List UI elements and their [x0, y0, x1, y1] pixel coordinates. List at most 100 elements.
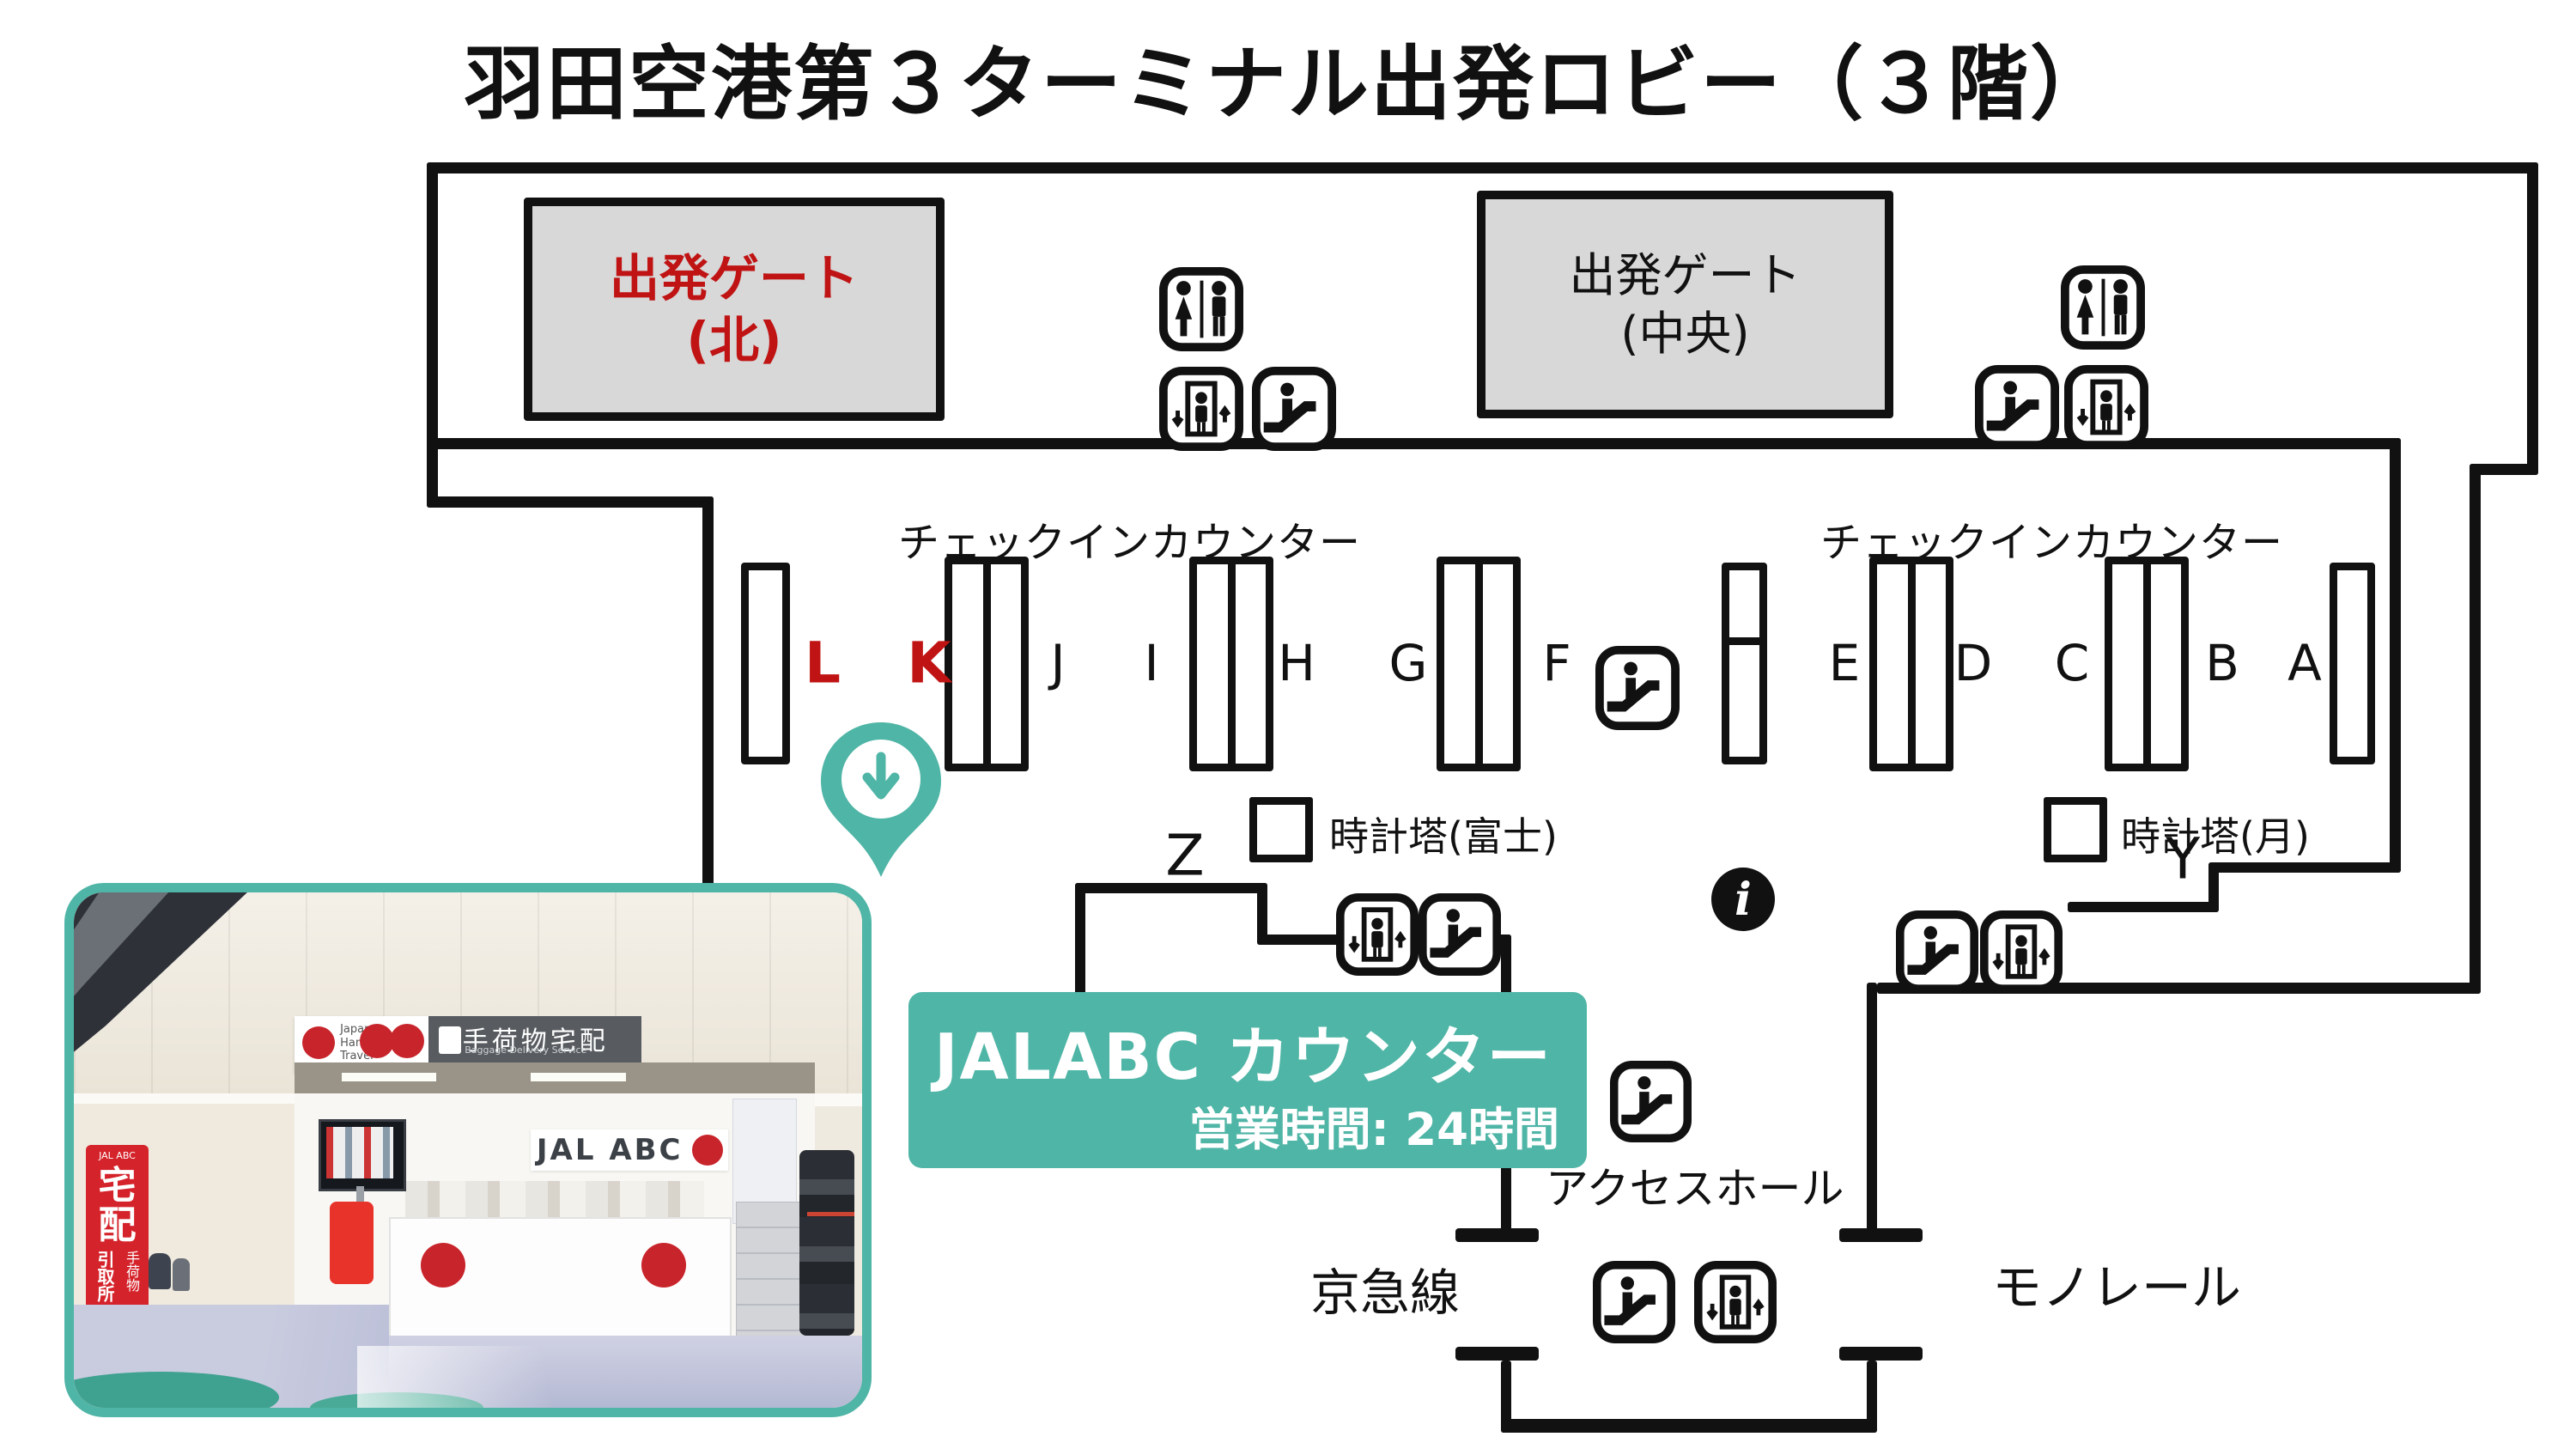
photo-people	[149, 1253, 172, 1289]
jalabc-banner-title: JALABC カウンター	[934, 1020, 1552, 1094]
counter-block-double	[1869, 557, 1953, 771]
wall-z-step	[1257, 883, 1267, 945]
clock-tower-moon-label: 時計塔(月)	[2121, 813, 2310, 860]
counter-block-single	[741, 563, 790, 764]
wall-left	[427, 162, 438, 508]
location-pin-icon	[814, 708, 948, 890]
wall-corridor-south	[427, 438, 2401, 449]
wall-access-right-low	[1867, 1361, 1877, 1433]
jalabc-counter-photo: Japan. Hands-Free Travel 手荷物宅配 Baggage D…	[64, 883, 872, 1417]
photo-jalabc-logo-band: JAL ABC	[531, 1129, 728, 1171]
photo-wifi-sign	[330, 1202, 374, 1284]
wall-left-step	[427, 496, 714, 508]
counter-phone-badge	[420, 1243, 465, 1288]
elevator-icon	[1694, 1261, 1777, 1343]
wall-top	[427, 162, 2538, 174]
jalabc-counter-banner: JALABC カウンター 営業時間: 24時間	[908, 992, 1587, 1168]
red-banner-main: 宅配	[98, 1164, 137, 1248]
jal-crane-logo	[691, 1135, 723, 1166]
counter-letter-A: A	[2287, 634, 2322, 692]
jalabc-banner-hours: 営業時間: 24時間	[1188, 1104, 1559, 1156]
wall-right-step	[2470, 464, 2538, 475]
wall-access-left-low	[1501, 1361, 1511, 1433]
gate-central-line1: 出発ゲート	[1569, 248, 1801, 302]
photo-baggage-sign: 手荷物宅配 Baggage Delivery Service	[428, 1016, 641, 1062]
wall-access-right	[1867, 983, 1877, 1233]
elevator-icon	[2064, 365, 2148, 449]
baggage-sign-subtext: Baggage Delivery Service	[465, 1044, 587, 1056]
photo-cabinet	[736, 1202, 809, 1337]
counter-block-single	[1722, 563, 1767, 764]
clock-tower-moon-square	[2044, 797, 2107, 862]
monorail-label: モノレール	[1992, 1258, 2242, 1317]
counter-letter-G: G	[1388, 634, 1428, 692]
counter-letter-I: I	[1144, 634, 1159, 692]
escalator-icon	[1896, 910, 1978, 993]
counter-block-double	[945, 557, 1029, 771]
access-hall-label: アクセスホール	[1546, 1164, 1844, 1214]
elevator-icon	[1980, 910, 2063, 993]
red-banner-sub2: 手荷物	[123, 1251, 140, 1293]
red-banner-logo: JAL ABC	[99, 1150, 136, 1161]
escalator-icon	[1419, 893, 1501, 976]
elevator-icon	[1336, 893, 1419, 976]
info-icon: i	[1711, 868, 1775, 931]
photo-luggage-stack	[799, 1150, 854, 1336]
counter-clutter	[404, 1181, 705, 1217]
departure-gate-central-box: 出発ゲート (中央)	[1477, 191, 1893, 418]
photo-floor-shine	[357, 1346, 626, 1408]
wall-left-inner	[702, 496, 714, 977]
wall-y-lower	[2068, 902, 2219, 912]
escalator-icon	[1593, 1261, 1675, 1343]
escalator-icon	[1595, 646, 1680, 730]
counter-block-double	[1437, 557, 1521, 771]
counter-letter-H: H	[1278, 634, 1315, 692]
wall-hall-right	[2390, 438, 2401, 873]
counter-block-double	[1189, 557, 1273, 771]
photo-header-light2	[531, 1073, 626, 1081]
wall-y-upper	[2208, 862, 2401, 873]
counter-letter-F: F	[1542, 634, 1571, 692]
clock-tower-fuji-square	[1249, 797, 1313, 862]
hands-free-bag-icon	[359, 1024, 394, 1059]
restroom-icon	[1159, 267, 1243, 351]
zone-y-label: Y	[2165, 825, 2201, 892]
counter-letter-D: D	[1953, 634, 1993, 692]
restroom-icon	[2061, 265, 2145, 350]
counter-block-double	[2105, 557, 2189, 771]
gate-central-line2: (中央)	[1620, 306, 1750, 361]
wall-z-left	[1075, 883, 1085, 998]
counter-block-single	[2330, 563, 2375, 764]
hands-free-cart-icon	[390, 1024, 425, 1059]
door-stub-monorail-lower	[1839, 1347, 1923, 1361]
baggage-sign-text: 手荷物宅配	[462, 1026, 609, 1057]
counter-letter-L: L	[804, 630, 841, 697]
gate-north-line2: (北)	[686, 311, 782, 369]
red-banner-sub1: 引取所	[94, 1251, 115, 1303]
gate-north-line1: 出発ゲート	[609, 248, 859, 307]
escalator-icon	[1610, 1061, 1692, 1142]
counter-letter-K: K	[907, 630, 951, 697]
wall-right-lower	[2470, 464, 2481, 994]
page-title: 羽田空港第３ターミナル出発ロビー（３階）	[463, 38, 2112, 131]
photo-monitor-content	[325, 1127, 393, 1178]
counter-luggage-badge	[641, 1243, 686, 1288]
keikyu-line-label: 京急線	[1309, 1263, 1460, 1322]
counter-letter-J: J	[1050, 634, 1066, 692]
hands-free-flower-icon	[302, 1026, 336, 1059]
baggage-sign-icon	[439, 1026, 462, 1054]
photo-header-light1	[342, 1073, 437, 1081]
zone-z-label: Z	[1165, 822, 1205, 889]
jalabc-logo-text: JAL ABC	[536, 1133, 683, 1167]
door-stub-keikyu-lower	[1455, 1347, 1539, 1361]
clock-tower-fuji-label: 時計塔(富士)	[1329, 813, 1558, 860]
escalator-icon	[1252, 367, 1336, 451]
photo-people2	[172, 1258, 190, 1291]
escalator-icon	[1975, 365, 2059, 449]
counter-letter-C: C	[2054, 634, 2090, 692]
wall-u-bottom	[1501, 1419, 1877, 1433]
wall-z-upper	[1075, 883, 1267, 893]
door-stub-monorail-upper	[1839, 1228, 1923, 1242]
door-stub-keikyu-upper	[1455, 1228, 1539, 1242]
